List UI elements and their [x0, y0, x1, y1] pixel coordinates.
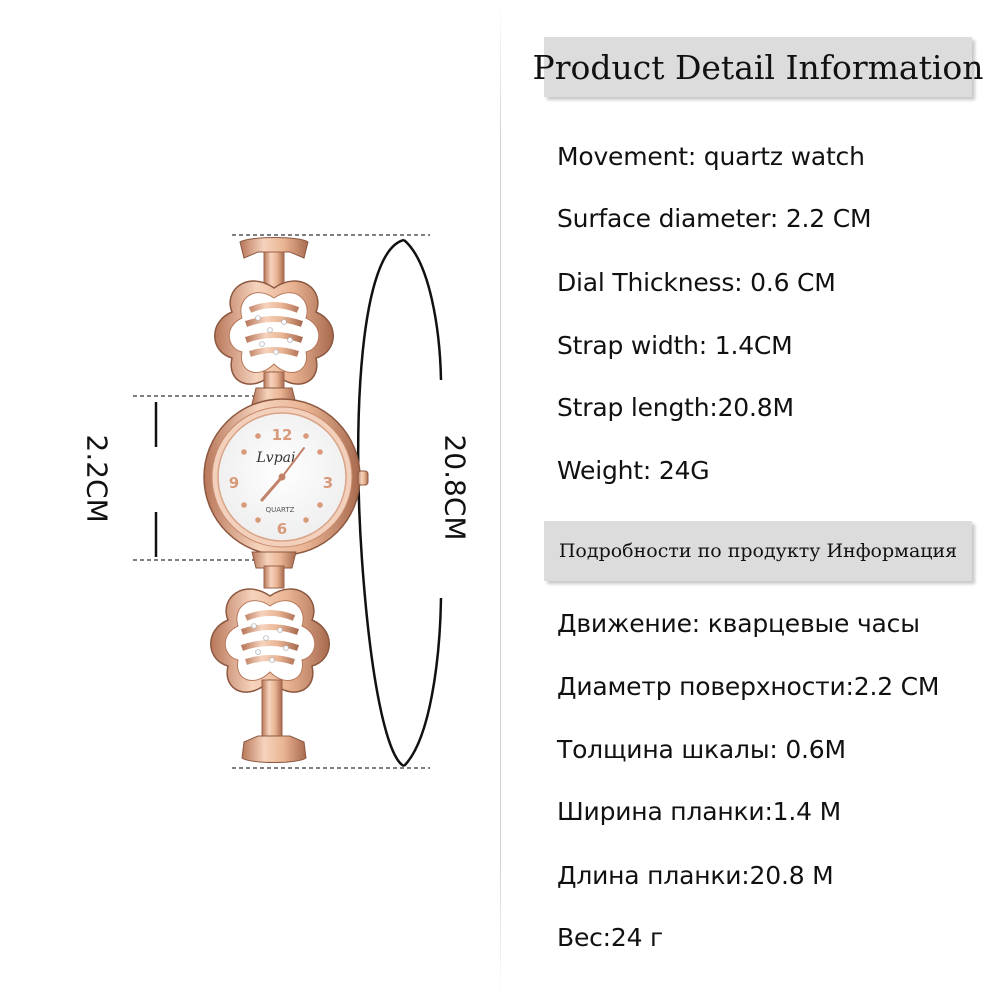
length-label: 20.8CM	[438, 434, 472, 541]
dimension-lines	[133, 234, 430, 769]
numeral-3: 3	[323, 474, 333, 492]
spec-ru-strap-width: Ширина планки:1.4 M	[557, 797, 841, 826]
spec-en-diameter: Surface diameter: 2.2 CM	[557, 204, 872, 233]
watch-illustration: 12 3 6 9 Lvpai QUARTZ	[133, 234, 443, 769]
spec-en-strap-width: Strap width: 1.4CM	[557, 331, 793, 360]
numeral-12: 12	[272, 426, 293, 444]
spec-en-thickness: Dial Thickness: 0.6 CM	[557, 268, 836, 297]
spec-ru-movement: Движение: кварцевые часы	[557, 609, 920, 638]
spec-ru-thickness: Толщина шкалы: 0.6M	[557, 735, 846, 764]
header-russian: Подробности по продукту Информация	[544, 521, 972, 581]
bottom-clover-link	[210, 588, 330, 693]
numeral-9: 9	[229, 474, 239, 492]
dial-quartz-text: QUARTZ	[266, 506, 295, 514]
diameter-label: 2.2CM	[80, 434, 114, 523]
spec-ru-diameter: Диаметр поверхности:2.2 CM	[557, 672, 940, 701]
spec-en-strap-length: Strap length:20.8M	[557, 393, 794, 422]
vertical-divider	[500, 0, 501, 1000]
spec-ru-strap-length: Длина планки:20.8 M	[557, 861, 834, 890]
bangle-outline	[356, 238, 405, 768]
watch-case: 12 3 6 9 Lvpai QUARTZ	[203, 398, 369, 556]
spec-en-movement: Movement: quartz watch	[557, 142, 865, 171]
brand-logo: Lvpai	[256, 450, 296, 466]
spec-en-weight: Weight: 24G	[557, 456, 710, 485]
top-clover-link	[214, 280, 334, 385]
spec-ru-weight: Вес:24 г	[557, 923, 663, 952]
header-english: Product Detail Information	[532, 37, 984, 97]
numeral-6: 6	[277, 520, 287, 538]
